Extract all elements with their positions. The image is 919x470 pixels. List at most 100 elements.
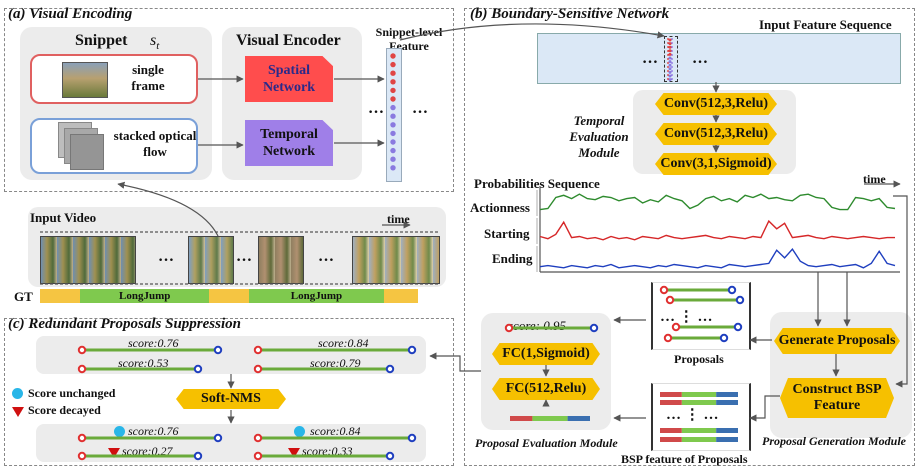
- candidate-proposal-4-end: [719, 333, 729, 343]
- bsp-feature-1-part: [681, 392, 717, 397]
- after-proposal-4-start: [253, 451, 263, 461]
- input-video-label: Input Video: [30, 210, 97, 225]
- curve-actionness: [539, 193, 896, 211]
- bsp-feature-2-part: [681, 400, 717, 405]
- bsn-panel: [464, 8, 915, 466]
- legend-decayed-icon: [12, 407, 24, 417]
- feature-dots: [390, 38, 672, 171]
- candidate-proposal-3-end: [733, 322, 743, 332]
- after-proposal-1-start: [77, 433, 87, 443]
- video-ellipsis-2: …: [236, 248, 252, 265]
- candidate-proposal-2-start: [665, 295, 675, 305]
- sequence-dot: [668, 38, 672, 42]
- feature-dot: [390, 53, 396, 59]
- visual-encoding-panel: [4, 8, 454, 192]
- video-ellipsis-3: …: [318, 248, 334, 265]
- sequence-dot: [668, 56, 672, 60]
- single-frame-thumbnail: [62, 62, 108, 98]
- after-proposal-3-end: [407, 433, 417, 443]
- bsp-feature-3-part: [681, 428, 717, 433]
- conv-layer-1: Conv(512,3,Relu): [655, 93, 777, 115]
- snippet-symbol: st: [150, 32, 160, 53]
- before-score-1: score:0.76: [128, 336, 179, 350]
- sequence-dot: [668, 42, 672, 46]
- after-proposal-1-end: [213, 433, 223, 443]
- before-proposal-1-end: [213, 345, 223, 355]
- candidate-proposal-1-end: [727, 285, 737, 295]
- tem-label: Temporal Evaluation Module: [569, 113, 629, 160]
- bsp-feature-2-part: [660, 400, 682, 405]
- before-score-4: score:0.79: [310, 356, 361, 370]
- single-frame-label: single frame: [131, 62, 165, 93]
- input-feature-sequence: [537, 33, 901, 84]
- proposals-ellipsis: … ⋮ …: [660, 309, 713, 325]
- visual-encoder-label: Visual Encoder: [236, 32, 341, 49]
- before-proposal-2-start: [77, 364, 87, 374]
- feature-dot: [390, 87, 396, 94]
- pem-label: Proposal Evaluation Module: [475, 436, 618, 450]
- gt-label: GT: [14, 289, 33, 304]
- pem-proposal-start: [504, 323, 514, 333]
- feature-dot: [390, 156, 396, 162]
- temporal-network: Temporal Network: [245, 120, 333, 166]
- input-feature-sequence-label: Input Feature Sequence: [759, 17, 892, 32]
- actionness-label: Actionness: [470, 200, 530, 215]
- single-frame-box: [30, 54, 198, 104]
- sequence-dot: [668, 45, 672, 49]
- feature-dot: [390, 96, 396, 102]
- feature-ellipsis-2: …: [412, 100, 428, 117]
- sequence-dot: [668, 49, 672, 53]
- video-frames-group-3: [258, 236, 304, 284]
- after-proposal-2-start: [77, 451, 87, 461]
- candidate-proposal-2-end: [735, 295, 745, 305]
- pgm-label: Proposal Generation Module: [762, 434, 907, 448]
- flow-arrows: [40, 23, 908, 424]
- candidate-proposal-4-start: [663, 333, 673, 343]
- legend-decayed-label: Score decayed: [28, 403, 101, 417]
- after-proposal-3-start: [253, 433, 263, 443]
- unchanged-marker-2: [294, 426, 305, 437]
- after-score-1: score:0.76: [128, 424, 179, 438]
- feature-dot: [390, 165, 396, 171]
- feature-dot: [390, 139, 396, 145]
- bsn-title: (b) Boundary-Sensitive Network: [470, 6, 670, 22]
- curve-starting: [539, 219, 895, 241]
- after-proposal-4-end: [385, 451, 395, 461]
- sequence-ellipsis-2: …: [692, 50, 708, 67]
- before-proposal-1-start: [77, 345, 87, 355]
- construct-bsp-block: Construct BSP Feature: [780, 378, 894, 418]
- before-proposal-4-end: [385, 364, 395, 374]
- feature-ellipsis-1: …: [368, 100, 384, 117]
- feature-dot: [390, 70, 396, 76]
- proposals-label: Proposals: [674, 352, 724, 366]
- before-score-2: score:0.53: [118, 356, 169, 370]
- after-proposal-2-end: [193, 451, 203, 461]
- before-proposal-3-end: [407, 345, 417, 355]
- legend-unchanged-label: Score unchanged: [28, 386, 116, 400]
- pem-bsp-feature-part: [510, 416, 533, 421]
- sequence-dot: [668, 60, 672, 64]
- before-proposal-2-end: [193, 364, 203, 374]
- prob-seq-label: Probabilities Sequence: [474, 176, 600, 191]
- gt-segment: [383, 289, 418, 303]
- bsp-feature-1-part: [660, 392, 682, 397]
- starting-label: Starting: [484, 226, 530, 241]
- bsp-feature-4-part: [660, 437, 682, 442]
- pem-bsp-feature-part: [567, 416, 590, 421]
- fc-layer-sigmoid: FC(1,Sigmoid): [492, 343, 600, 365]
- sequence-dot: [668, 63, 672, 67]
- before-score-3: score:0.84: [318, 336, 369, 350]
- bsp-features-label: BSP feature of Proposals: [621, 452, 748, 466]
- bsp-feature-3-part: [716, 428, 738, 433]
- conv-layer-3: Conv(3,1,Sigmoid): [655, 153, 777, 175]
- feature-dot: [390, 122, 396, 128]
- generate-proposals-block: Generate Proposals: [774, 328, 900, 354]
- sequence-dot: [668, 52, 672, 56]
- proposals-bracket: [651, 282, 751, 350]
- bsp-feature-2-part: [716, 400, 738, 405]
- gt-segment: LongJump: [249, 289, 384, 303]
- feature-dot: [390, 79, 396, 85]
- soft-nms-block: Soft-NMS: [176, 389, 286, 409]
- sequence-ellipsis-1: …: [642, 50, 658, 67]
